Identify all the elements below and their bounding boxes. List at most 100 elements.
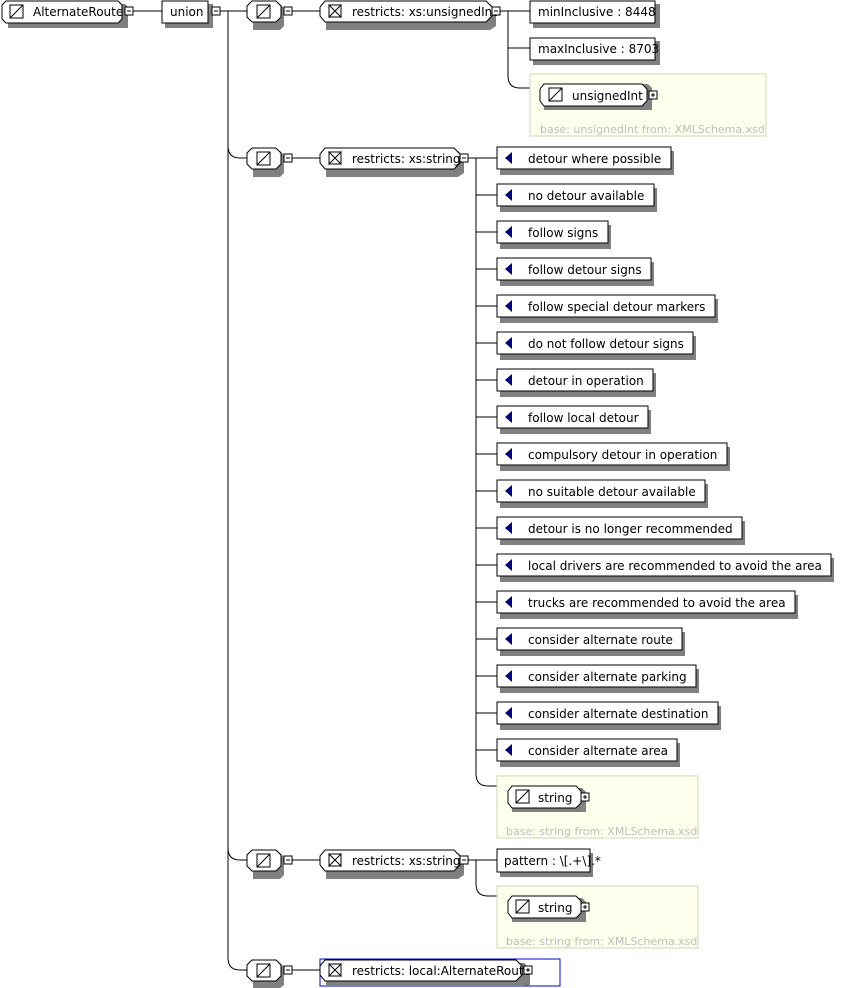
anonymous-type-node[interactable] [246, 0, 284, 30]
anonymous-type-node[interactable] [246, 147, 284, 177]
enumeration-item[interactable]: follow special detour markers [496, 294, 718, 323]
restriction-label: restricts: xs:string [352, 854, 461, 868]
collapse-toggle-icon[interactable] [211, 6, 221, 16]
root-element-node[interactable]: AlternateRoute [1, 0, 128, 28]
base-type-note: string base: string from: XMLSchema.xsd [496, 775, 699, 839]
collapse-toggle-icon[interactable] [283, 965, 293, 975]
enumeration-icon [505, 485, 512, 497]
enumeration-label: follow detour signs [528, 263, 642, 277]
base-type-note: string base: string from: XMLSchema.xsd [496, 885, 699, 949]
enumeration-item[interactable]: detour where possible [496, 146, 674, 175]
enumeration-item[interactable]: follow detour signs [496, 257, 654, 286]
simple-type-icon [256, 853, 271, 868]
enumeration-label: no detour available [528, 189, 644, 203]
restriction-label: restricts: xs:unsignedInt [352, 5, 497, 19]
base-type-label: string [538, 901, 572, 915]
collapse-toggle-icon[interactable] [459, 153, 469, 163]
base-type-node[interactable]: string [507, 895, 586, 922]
restriction-label: restricts: local:AlternateRoute [352, 964, 531, 978]
enumeration-label: follow signs [528, 226, 598, 240]
enumeration-icon [505, 522, 512, 534]
enumeration-icon [505, 152, 512, 164]
enumeration-label: consider alternate route [528, 633, 673, 647]
enumeration-label: consider alternate parking [528, 670, 687, 684]
base-note-text: base: string from: XMLSchema.xsd [506, 935, 697, 948]
base-note-text: base: string from: XMLSchema.xsd [506, 825, 697, 838]
simple-type-icon [515, 899, 530, 914]
simple-type-icon [515, 789, 530, 804]
restriction-icon [328, 4, 342, 18]
base-type-node[interactable]: unsignedInt [539, 83, 652, 110]
collapse-toggle-icon[interactable] [283, 6, 293, 16]
enumeration-item[interactable]: local drivers are recommended to avoid t… [496, 553, 834, 582]
enumeration-icon [505, 189, 512, 201]
enumeration-item[interactable]: consider alternate destination [496, 701, 721, 730]
restriction-node[interactable]: restricts: xs:unsignedInt [319, 0, 497, 30]
enumeration-label: compulsory detour in operation [528, 448, 717, 462]
enumeration-list: detour where possible no detour available… [476, 146, 834, 767]
base-type-node[interactable]: string [507, 785, 586, 812]
restriction-node[interactable]: restricts: xs:string [319, 147, 464, 177]
restriction-label: restricts: xs:string [352, 152, 461, 166]
collapse-toggle-icon[interactable] [491, 6, 501, 16]
simple-type-icon [256, 4, 271, 19]
enumeration-label: consider alternate destination [528, 707, 708, 721]
restriction-icon [328, 963, 342, 977]
anonymous-type-node[interactable] [246, 849, 284, 879]
enumeration-icon [505, 226, 512, 238]
collapse-toggle-icon[interactable] [124, 6, 134, 16]
union-node[interactable]: union [161, 0, 213, 28]
restriction-icon [328, 151, 342, 165]
restriction-node-selected[interactable]: restricts: local:AlternateRoute [319, 958, 561, 987]
facet-pattern[interactable]: pattern : \[.+\].* [496, 848, 601, 877]
enumeration-icon [505, 744, 512, 756]
root-element-label: AlternateRoute [33, 5, 123, 19]
enumeration-icon [505, 448, 512, 460]
base-type-label: string [538, 791, 572, 805]
enumeration-label: detour in operation [528, 374, 644, 388]
enumeration-item[interactable]: consider alternate route [496, 627, 685, 656]
enumeration-icon [505, 300, 512, 312]
facet-min-inclusive[interactable]: minInclusive : 8448 [529, 0, 660, 28]
enumeration-icon [505, 337, 512, 349]
simple-type-icon [256, 151, 271, 166]
enumeration-label: follow local detour [528, 411, 639, 425]
anonymous-type-node[interactable] [246, 959, 284, 988]
enumeration-item[interactable]: detour is no longer recommended [496, 516, 745, 545]
enumeration-item[interactable]: compulsory detour in operation [496, 442, 730, 471]
enumeration-item[interactable]: trucks are recommended to avoid the area [496, 590, 798, 619]
expand-toggle-icon[interactable] [648, 90, 658, 100]
base-type-note: unsignedInt base: unsignedInt from: XMLS… [529, 73, 767, 137]
enumeration-icon [505, 374, 512, 386]
restriction-node[interactable]: restricts: xs:string [319, 849, 464, 879]
enumeration-item[interactable]: no suitable detour available [496, 479, 708, 508]
base-type-label: unsignedInt [572, 89, 643, 103]
enumeration-label: do not follow detour signs [528, 337, 684, 351]
enumeration-icon [505, 633, 512, 645]
enumeration-icon [505, 559, 512, 571]
collapse-toggle-icon[interactable] [283, 855, 293, 865]
enumeration-item[interactable]: follow signs [496, 220, 611, 249]
facet-label: maxInclusive : 8703 [538, 42, 659, 56]
expand-toggle-icon[interactable] [580, 792, 590, 802]
collapse-toggle-icon[interactable] [283, 153, 293, 163]
restriction-icon [328, 853, 342, 867]
enumeration-item[interactable]: follow local detour [496, 405, 651, 434]
enumeration-icon [505, 263, 512, 275]
facet-label: minInclusive : 8448 [538, 5, 656, 19]
enumeration-item[interactable]: detour in operation [496, 368, 656, 397]
enumeration-item[interactable]: do not follow detour signs [496, 331, 696, 360]
expand-toggle-icon[interactable] [523, 965, 533, 975]
facet-max-inclusive[interactable]: maxInclusive : 8703 [529, 37, 660, 65]
enumeration-label: no suitable detour available [528, 485, 696, 499]
expand-toggle-icon[interactable] [580, 902, 590, 912]
facet-label: pattern : \[.+\].* [504, 854, 601, 868]
enumeration-icon [505, 707, 512, 719]
enumeration-item[interactable]: consider alternate parking [496, 664, 699, 693]
collapse-toggle-icon[interactable] [459, 855, 469, 865]
enumeration-label: detour is no longer recommended [528, 522, 733, 536]
enumeration-item[interactable]: consider alternate area [496, 738, 680, 767]
union-label: union [170, 5, 204, 19]
enumeration-item[interactable]: no detour available [496, 183, 657, 212]
